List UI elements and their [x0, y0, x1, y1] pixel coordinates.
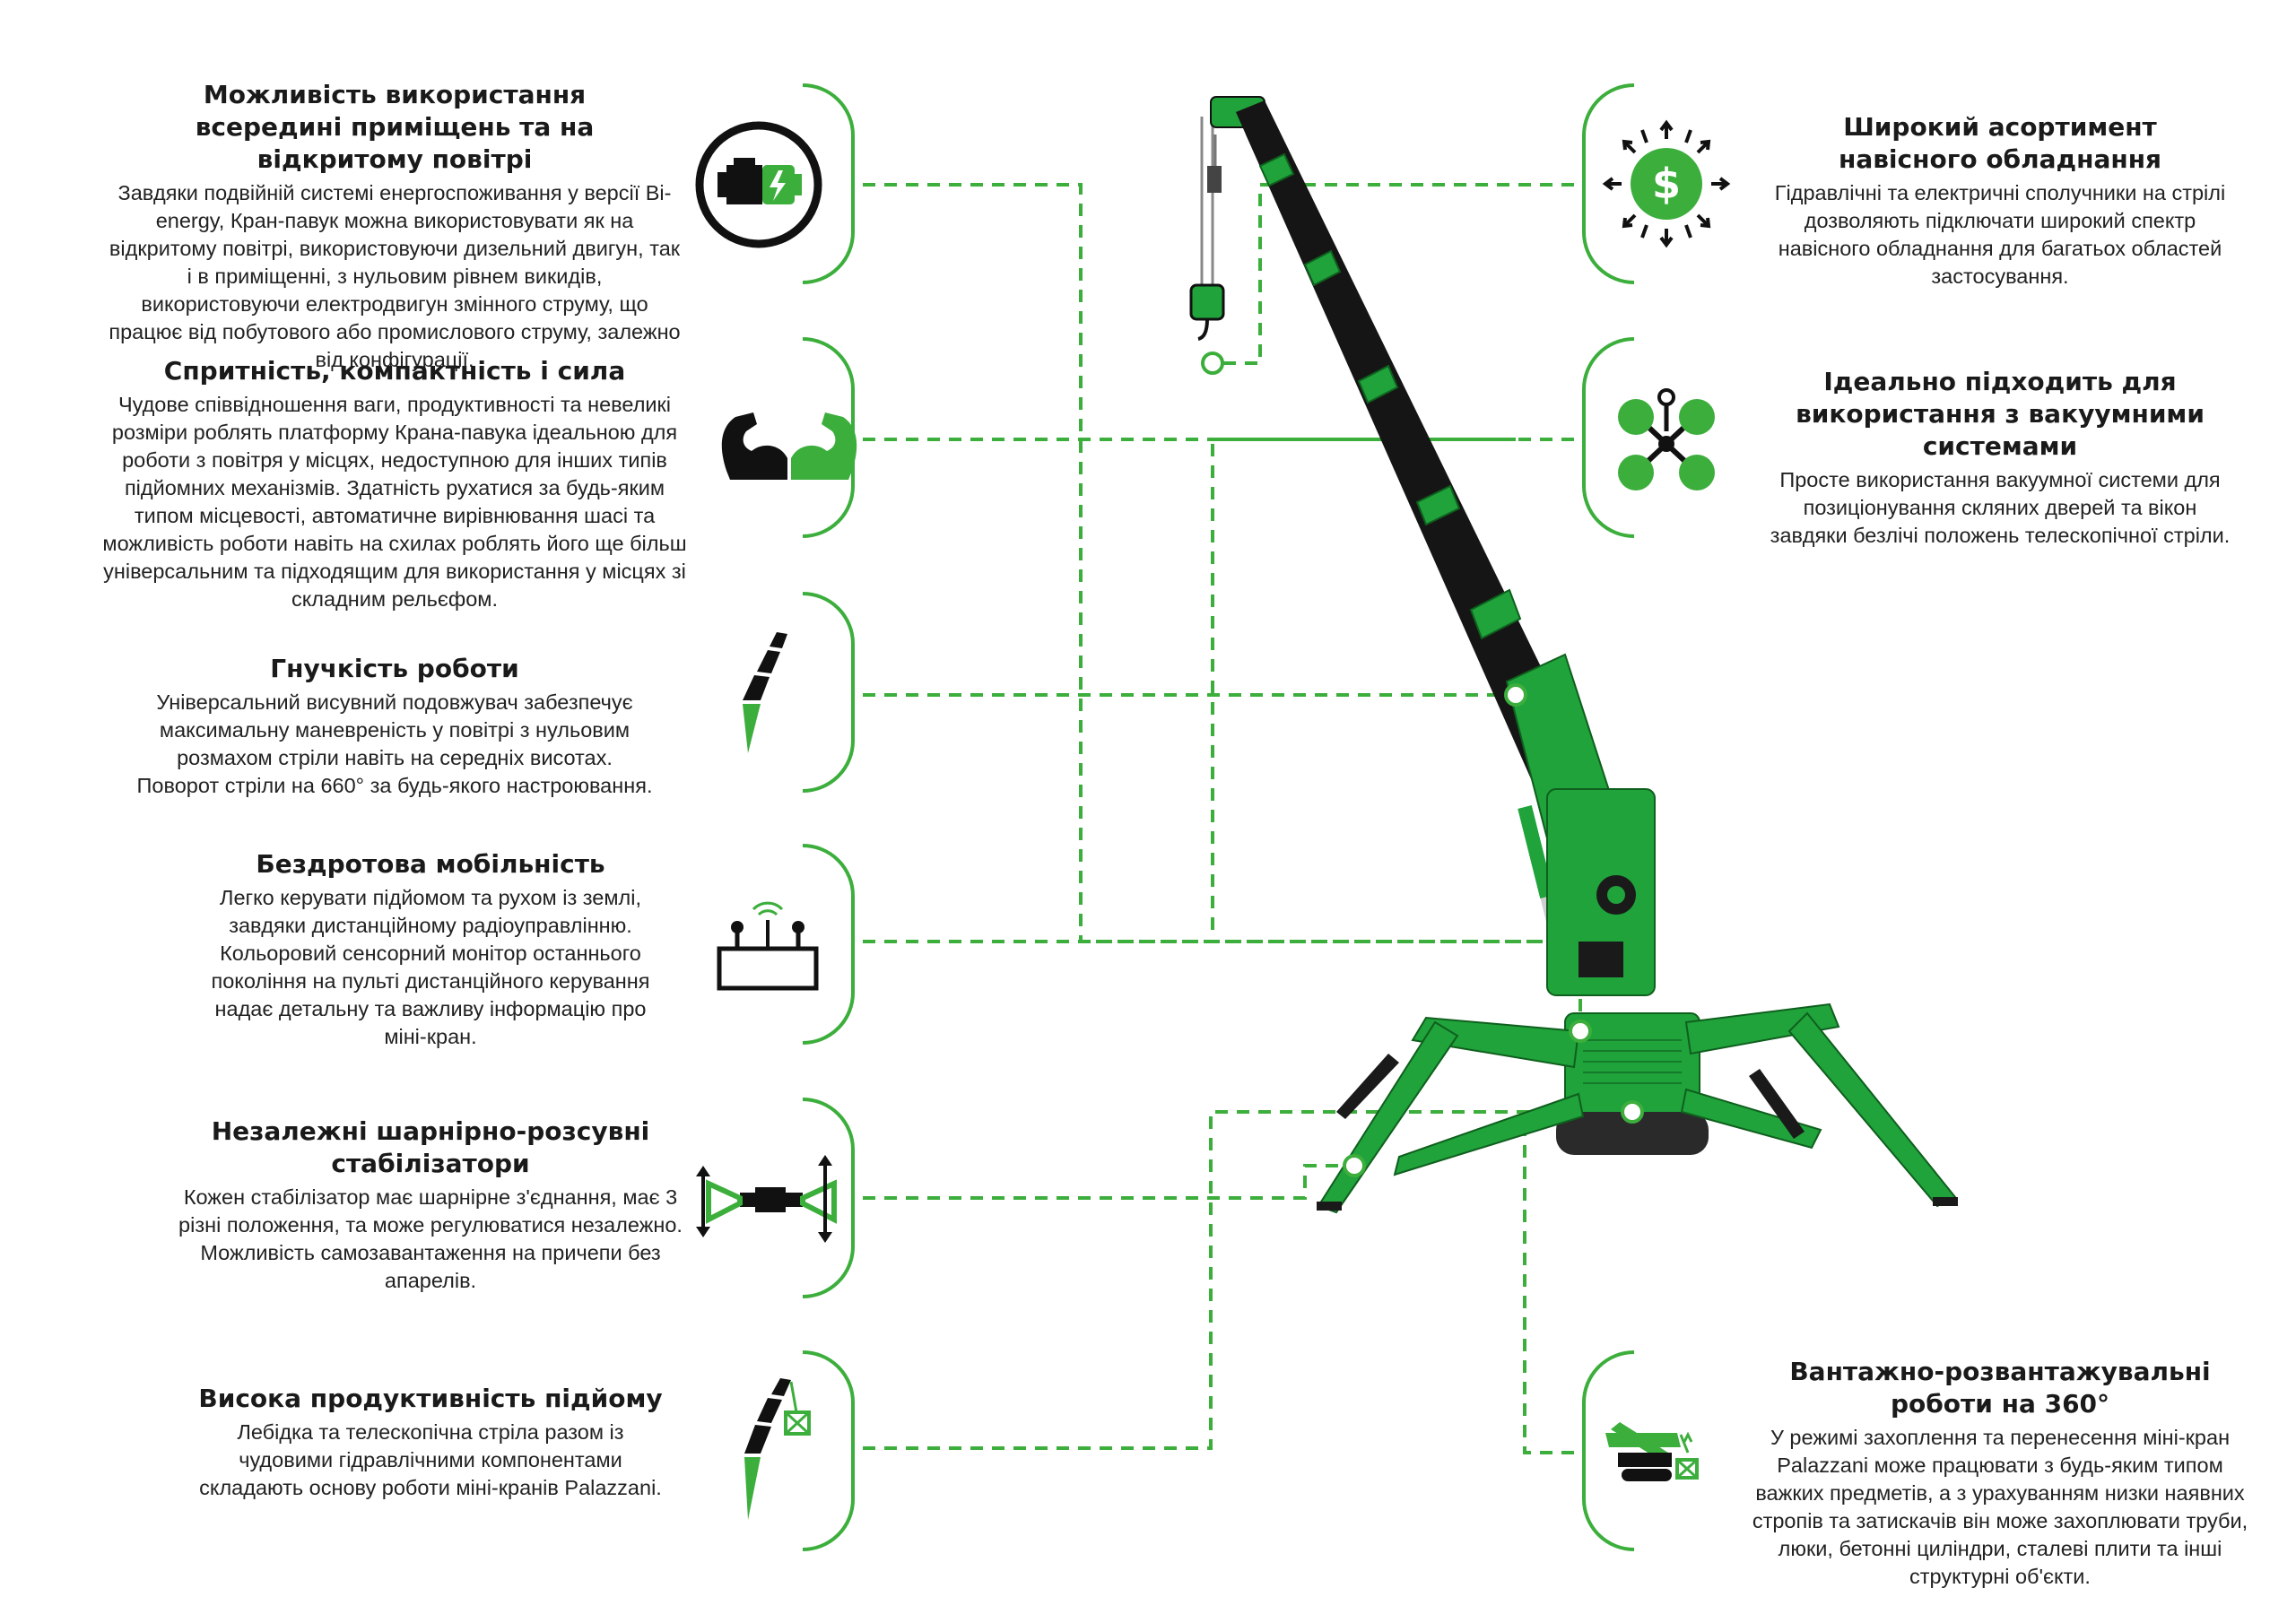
bracket — [1582, 83, 1635, 284]
feature-title: Спритність, компактність і сила — [163, 356, 626, 386]
radio-remote-icon — [717, 901, 819, 991]
telescopic-jib-icon — [743, 632, 787, 753]
feature-description: Лебідка та телескопічна стріла разом із … — [199, 1420, 662, 1499]
feature-flexibility: Гнучкість роботи Універсальний висувний … — [99, 653, 691, 800]
feature-description: Просте використання вакуумної системи дл… — [1770, 468, 2231, 547]
feature-agility: Спритність, компактність і сила Чудове с… — [99, 355, 691, 613]
feature-lifting-performance: Висока продуктивність підйому Лебідка та… — [197, 1383, 664, 1502]
svg-text:$: $ — [1652, 160, 1681, 208]
bracket — [802, 83, 855, 284]
feature-360-handling: Вантажно-розвантажувальні роботи на 360°… — [1749, 1356, 2251, 1591]
feature-vacuum: Ідеально підходить для використання з ва… — [1767, 366, 2233, 550]
feature-description: Універсальний висувний подовжувач забезп… — [136, 690, 653, 797]
right-brackets — [1582, 83, 1635, 1551]
feature-title: Висока продуктивність підйому — [198, 1384, 663, 1413]
feature-description: У режимі захоплення та перенесення міні-… — [1752, 1426, 2248, 1588]
feature-description: Завдяки подвійній системі енергоспоживан… — [109, 181, 681, 371]
mini-crane-illustration — [1189, 96, 1958, 1214]
feature-indoor-outdoor: Можливість використання всередині приміщ… — [99, 79, 691, 374]
feature-title: Вантажно-розвантажувальні роботи на 360° — [1789, 1357, 2211, 1419]
crane-360-icon — [1605, 1422, 1699, 1481]
bracket — [1582, 337, 1635, 538]
bracket — [802, 1098, 855, 1298]
feature-title: Можливість використання всередині приміщ… — [195, 80, 595, 174]
connector-dots — [1201, 352, 1644, 1177]
connector-lines — [863, 183, 1632, 1454]
feature-attachments: Широкий асортимент навісного обладнання … — [1758, 111, 2242, 291]
left-brackets — [802, 83, 855, 1551]
winch-boom-icon — [744, 1378, 811, 1520]
stabilizer-icon — [696, 1155, 837, 1243]
bracket — [802, 1350, 855, 1551]
feature-description: Легко керувати підйомом та рухом із земл… — [211, 886, 650, 1048]
feature-title: Широкий асортимент навісного обладнання — [1838, 112, 2162, 174]
feature-title: Гнучкість роботи — [270, 654, 519, 683]
feature-description: Чудове співвідношення ваги, продуктивнос… — [102, 393, 687, 611]
feature-description: Гідравлічні та електричні сполучники на … — [1774, 181, 2226, 288]
feature-description: Кожен стабілізатор має шарнірне з'єднанн… — [178, 1185, 683, 1292]
bracket — [802, 592, 855, 793]
engine-bi-energy-icon — [695, 121, 822, 248]
feature-title: Бездротова мобільність — [256, 849, 605, 879]
feature-title: Незалежні шарнірно-розсувні стабілізатор… — [211, 1116, 650, 1178]
feature-stabilizers: Незалежні шарнірно-розсувні стабілізатор… — [175, 1115, 686, 1295]
dollar-attachments-icon: $ — [1602, 119, 1731, 248]
bracket — [802, 844, 855, 1045]
vacuum-lifter-icon — [1618, 388, 1715, 490]
bracket — [1582, 1350, 1635, 1551]
flexed-arms-icon — [721, 412, 857, 480]
feature-wireless: Бездротова мобільність Легко керувати пі… — [179, 848, 682, 1051]
feature-title: Ідеально підходить для використання з ва… — [1796, 367, 2205, 461]
